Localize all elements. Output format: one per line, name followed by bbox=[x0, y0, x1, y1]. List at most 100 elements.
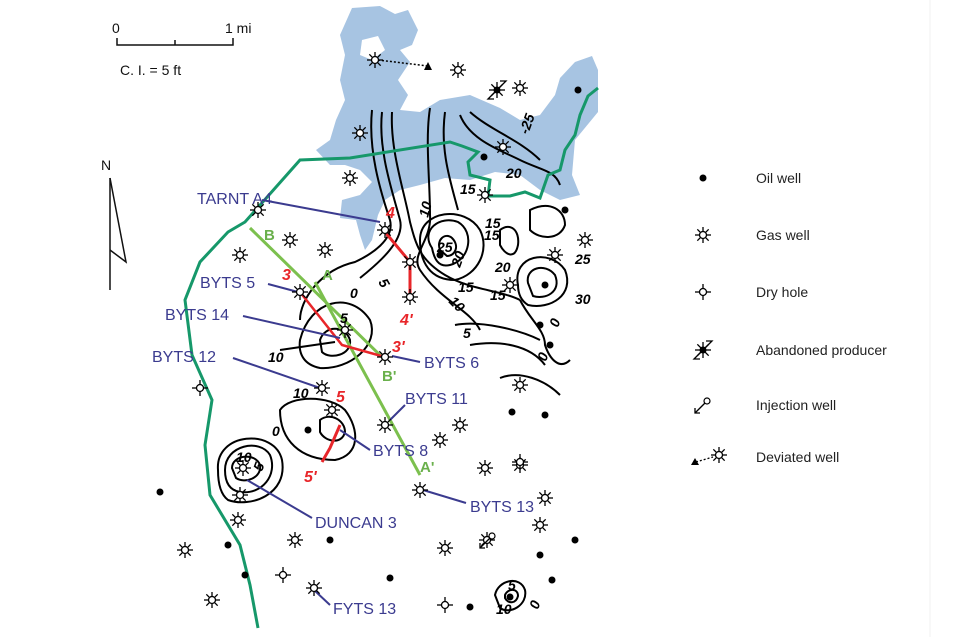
section-label-b: B bbox=[264, 227, 275, 244]
dry-hole-icon[interactable] bbox=[275, 567, 291, 583]
gas-well-icon[interactable] bbox=[314, 380, 330, 396]
gas-well-icon[interactable] bbox=[512, 80, 528, 96]
gas-well-icon[interactable] bbox=[402, 254, 418, 270]
section-label-3-prime: 3' bbox=[392, 339, 406, 356]
gas-well-icon[interactable] bbox=[177, 542, 193, 558]
oil-well-icon[interactable] bbox=[536, 551, 544, 559]
oil-well-icon[interactable] bbox=[480, 153, 488, 161]
oil-well-icon[interactable] bbox=[224, 541, 232, 549]
oil-well-icon[interactable] bbox=[436, 251, 444, 259]
abandoned-producer-icon[interactable] bbox=[486, 80, 508, 100]
dry-hole-icon[interactable] bbox=[512, 454, 528, 470]
gas-well-icon[interactable] bbox=[292, 284, 308, 300]
oil-well-icon[interactable] bbox=[561, 206, 569, 214]
svg-text:10: 10 bbox=[268, 349, 284, 365]
gas-well-icon[interactable] bbox=[502, 277, 518, 293]
dry-hole-icon[interactable] bbox=[437, 597, 453, 613]
section-label-a-prime: A' bbox=[420, 459, 434, 476]
gas-well-icon[interactable] bbox=[287, 532, 303, 548]
gas-well-icon[interactable] bbox=[232, 487, 248, 503]
oil-well-icon[interactable] bbox=[466, 603, 474, 611]
legend-item: Gas well bbox=[695, 227, 810, 243]
leader-lines bbox=[232, 199, 467, 606]
scale-bar: 0 1 mi C. I. = 5 ft bbox=[112, 20, 251, 78]
section-label-4-prime: 4' bbox=[399, 312, 414, 329]
oil-well-icon[interactable] bbox=[699, 174, 707, 182]
gas-well-icon[interactable] bbox=[377, 222, 393, 238]
svg-text:0: 0 bbox=[546, 316, 564, 329]
oil-well-icon[interactable] bbox=[304, 426, 312, 434]
gas-well-icon[interactable] bbox=[342, 170, 358, 186]
gas-well-icon[interactable] bbox=[452, 417, 468, 433]
gas-well-icon[interactable] bbox=[477, 460, 493, 476]
gas-well-icon[interactable] bbox=[577, 232, 593, 248]
svg-text:0: 0 bbox=[272, 423, 280, 439]
svg-text:15: 15 bbox=[458, 279, 474, 295]
gas-well-icon[interactable] bbox=[377, 417, 393, 433]
oil-well-icon[interactable] bbox=[541, 281, 549, 289]
contour-labels: -25 20 15 15 10 25 20 15 10 5 0 5 10 0 1… bbox=[236, 111, 591, 617]
gas-well-icon[interactable] bbox=[512, 377, 528, 393]
svg-text:20: 20 bbox=[447, 249, 468, 270]
section-label-a: A bbox=[322, 267, 333, 284]
gas-well-icon[interactable] bbox=[495, 139, 511, 155]
dry-hole-icon[interactable] bbox=[192, 380, 208, 396]
label-tarnt-a4: TARNT A4 bbox=[197, 191, 272, 208]
gas-well-icon[interactable] bbox=[537, 490, 553, 506]
oil-well-icon[interactable] bbox=[571, 536, 579, 544]
svg-text:20: 20 bbox=[494, 259, 511, 275]
gas-well-icon[interactable] bbox=[412, 482, 428, 498]
north-arrow: N bbox=[101, 157, 128, 290]
oil-well-icon[interactable] bbox=[574, 86, 582, 94]
gas-well-icon[interactable] bbox=[437, 540, 453, 556]
gas-well-icon[interactable] bbox=[317, 242, 333, 258]
gas-well-icon[interactable] bbox=[324, 402, 340, 418]
deviated-well-icon[interactable] bbox=[377, 59, 432, 70]
legend-label: Deviated well bbox=[756, 449, 839, 465]
gas-well-icon[interactable] bbox=[477, 187, 493, 203]
dry-hole-icon[interactable] bbox=[695, 284, 711, 300]
wells-layer bbox=[156, 52, 593, 613]
oil-well-icon[interactable] bbox=[156, 488, 164, 496]
gas-well-icon[interactable] bbox=[377, 349, 393, 365]
injection-well-icon[interactable] bbox=[479, 532, 496, 549]
gas-well-icon[interactable] bbox=[532, 517, 548, 533]
gas-well-icon[interactable] bbox=[432, 432, 448, 448]
oil-well-icon[interactable] bbox=[508, 408, 516, 416]
oil-well-icon[interactable] bbox=[548, 576, 556, 584]
label-byts-5: BYTS 5 bbox=[200, 275, 255, 292]
gas-well-icon[interactable] bbox=[250, 202, 266, 218]
gas-well-icon[interactable] bbox=[367, 52, 383, 68]
gas-well-icon[interactable] bbox=[282, 232, 298, 248]
gas-well-icon[interactable] bbox=[695, 227, 711, 243]
oil-well-icon[interactable] bbox=[241, 571, 249, 579]
gas-well-icon[interactable] bbox=[479, 532, 495, 548]
gas-well-icon[interactable] bbox=[547, 247, 563, 263]
oil-well-icon[interactable] bbox=[546, 341, 554, 349]
section-line-3 bbox=[299, 291, 386, 359]
gas-well-icon[interactable] bbox=[230, 512, 246, 528]
field-boundary bbox=[183, 86, 599, 629]
injection-well-icon[interactable] bbox=[694, 397, 711, 414]
svg-text:10: 10 bbox=[293, 385, 309, 401]
oil-well-icon[interactable] bbox=[386, 574, 394, 582]
gas-well-icon[interactable] bbox=[402, 289, 418, 305]
gas-well-icon[interactable] bbox=[306, 580, 322, 596]
gas-well-icon[interactable] bbox=[204, 592, 220, 608]
gas-well-icon[interactable] bbox=[711, 447, 727, 463]
oil-well-icon[interactable] bbox=[326, 536, 334, 544]
oil-well-icon[interactable] bbox=[536, 321, 544, 329]
svg-text:25: 25 bbox=[574, 251, 591, 267]
oil-well-icon[interactable] bbox=[541, 411, 549, 419]
gas-well-icon[interactable] bbox=[337, 322, 353, 338]
deviated-well-icon[interactable] bbox=[691, 447, 727, 465]
abandoned-producer-icon[interactable] bbox=[692, 340, 714, 360]
gas-well-icon[interactable] bbox=[235, 460, 251, 476]
gas-well-icon[interactable] bbox=[352, 125, 368, 141]
gas-well-icon[interactable] bbox=[450, 62, 466, 78]
legend-item: Abandoned producer bbox=[692, 340, 887, 360]
gas-well-icon[interactable] bbox=[232, 247, 248, 263]
svg-text:5: 5 bbox=[375, 276, 393, 291]
oil-well-icon[interactable] bbox=[506, 593, 514, 601]
section-label-4: 4 bbox=[385, 205, 395, 222]
